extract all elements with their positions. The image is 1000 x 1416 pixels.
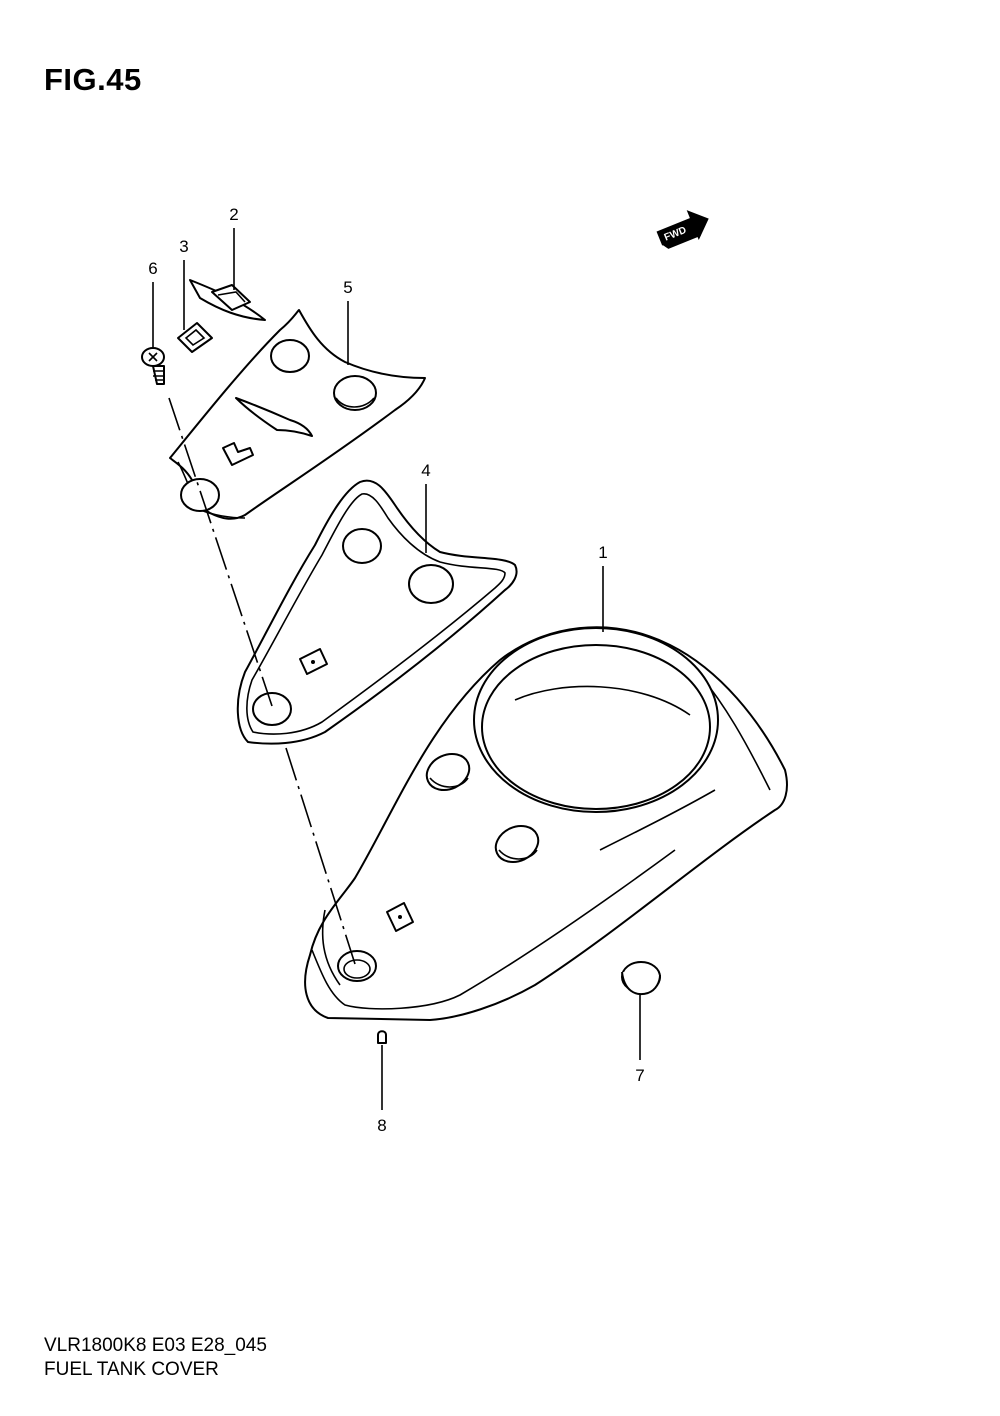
part-8-clip[interactable] (377, 1030, 387, 1044)
figure-title: FIG.45 (44, 62, 142, 97)
assembly-centerline-lower (285, 747, 356, 965)
part-1-fuel-tank-cover[interactable] (304, 626, 788, 1021)
part-6-screw[interactable] (141, 347, 165, 385)
callout-6: 6 (148, 259, 157, 278)
part-5-upper-plate[interactable] (169, 309, 426, 520)
assembly-centerline-upper (168, 397, 273, 707)
part-2-emblem[interactable] (189, 279, 266, 321)
part-7-grommet[interactable] (621, 961, 661, 995)
part-4-cover-gasket[interactable] (236, 479, 518, 745)
callout-1: 1 (598, 543, 607, 562)
callout-4: 4 (421, 461, 430, 480)
callout-3: 3 (179, 237, 188, 256)
model-code: VLR1800K8 E03 E28_045 (44, 1335, 267, 1356)
callout-5: 5 (343, 278, 352, 297)
figure-footer: VLR1800K8 E03 E28_045 FUEL TANK COVER (44, 1334, 267, 1382)
callout-8: 8 (377, 1116, 386, 1135)
part-3-badge[interactable] (177, 322, 213, 353)
figure-caption: FUEL TANK COVER (44, 1359, 219, 1380)
callout-7: 7 (635, 1066, 644, 1085)
callout-2: 2 (229, 205, 238, 224)
fwd-arrow-icon: FWD (656, 210, 709, 249)
